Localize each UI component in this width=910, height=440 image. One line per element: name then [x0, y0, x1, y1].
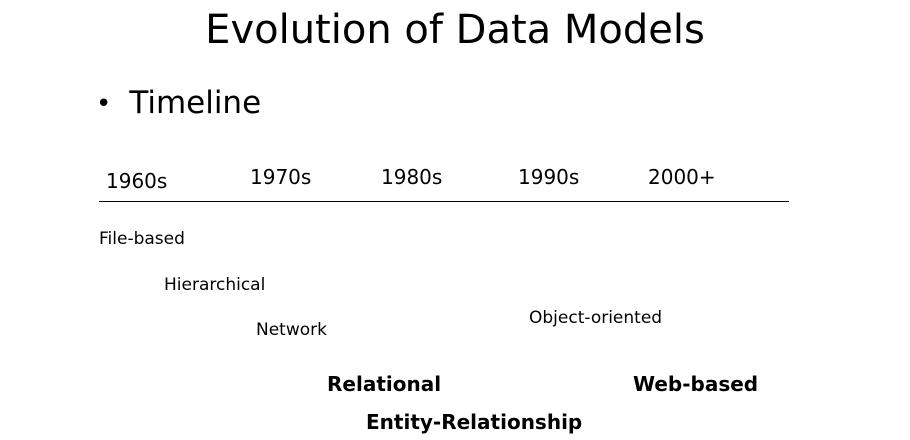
model-file-based: File-based [99, 229, 185, 249]
timeline-label-2000-plus: 2000+ [648, 165, 716, 189]
model-network: Network [256, 320, 327, 340]
timeline-axis-line [99, 201, 789, 202]
bullet-icon: • [96, 88, 112, 119]
model-object-oriented: Object-oriented [529, 308, 663, 328]
model-relational: Relational [327, 372, 442, 396]
timeline-label-1980s: 1980s [381, 165, 443, 189]
timeline-label-1990s: 1990s [518, 165, 580, 189]
model-web-based: Web-based [633, 372, 759, 396]
timeline-label-1960s: 1960s [106, 169, 168, 193]
model-entity-relationship: Entity-Relationship [366, 410, 583, 434]
bullet-item: • Timeline [96, 88, 261, 119]
bullet-text: Timeline [129, 85, 262, 121]
timeline-label-1970s: 1970s [250, 165, 312, 189]
model-hierarchical: Hierarchical [164, 275, 266, 295]
slide-title: Evolution of Data Models [205, 7, 705, 53]
